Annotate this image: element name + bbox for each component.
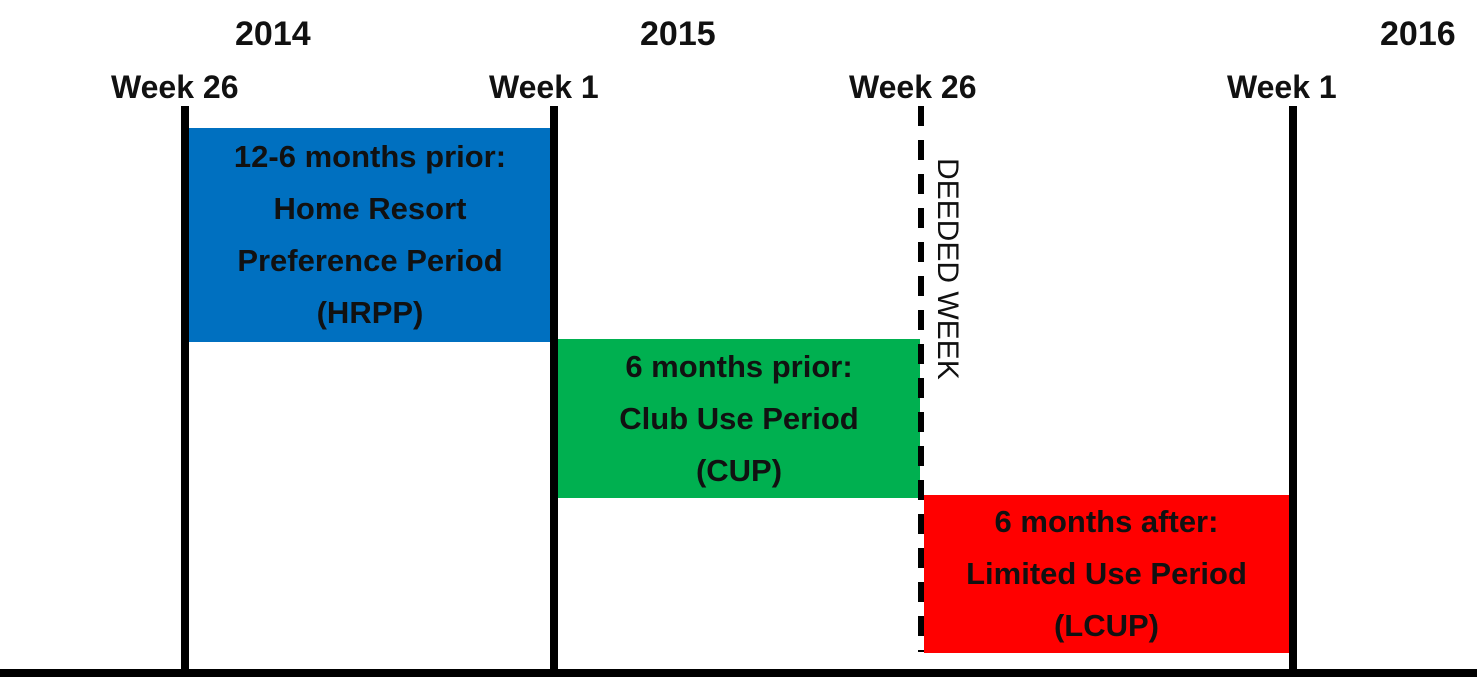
cup-line-3: (CUP) [695, 452, 783, 488]
hrpp-box: 12-6 months prior: Home Resort Preferenc… [189, 128, 551, 342]
week-1-2015-label: Week 1 [489, 69, 599, 105]
lcup-line-2: Limited Use Period [966, 556, 1247, 591]
year-2016-label: 2016 [1380, 15, 1456, 53]
hrpp-line-2: Home Resort [273, 191, 467, 226]
year-2015-label: 2015 [640, 15, 716, 53]
cup-box: 6 months prior: Club Use Period (CUP) [558, 339, 920, 498]
week-1-2015-line [550, 106, 558, 677]
cup-line-1: 6 months prior: [625, 348, 853, 384]
hrpp-line-1: 12-6 months prior: [233, 139, 507, 174]
cup-line-2: Club Use Period [619, 400, 859, 436]
week-26-2015-label: Week 26 [849, 69, 977, 105]
lcup-box: 6 months after: Limited Use Period (LCUP… [924, 495, 1289, 653]
year-2014-label: 2014 [235, 15, 311, 53]
timeline-baseline [0, 669, 1477, 677]
week-1-2016-line [1289, 106, 1297, 677]
lcup-line-1: 6 months after: [994, 504, 1219, 539]
deeded-week-label: DEEDED WEEK [931, 158, 964, 380]
hrpp-line-3: Preference Period [237, 243, 503, 278]
week-1-2016-label: Week 1 [1227, 69, 1337, 105]
lcup-line-3: (LCUP) [1053, 608, 1160, 643]
deeded-week-dashed-line [918, 106, 924, 652]
week-26-2014-line [181, 106, 189, 677]
week-26-2014-label: Week 26 [111, 69, 239, 105]
hrpp-line-4: (HRPP) [316, 295, 424, 330]
